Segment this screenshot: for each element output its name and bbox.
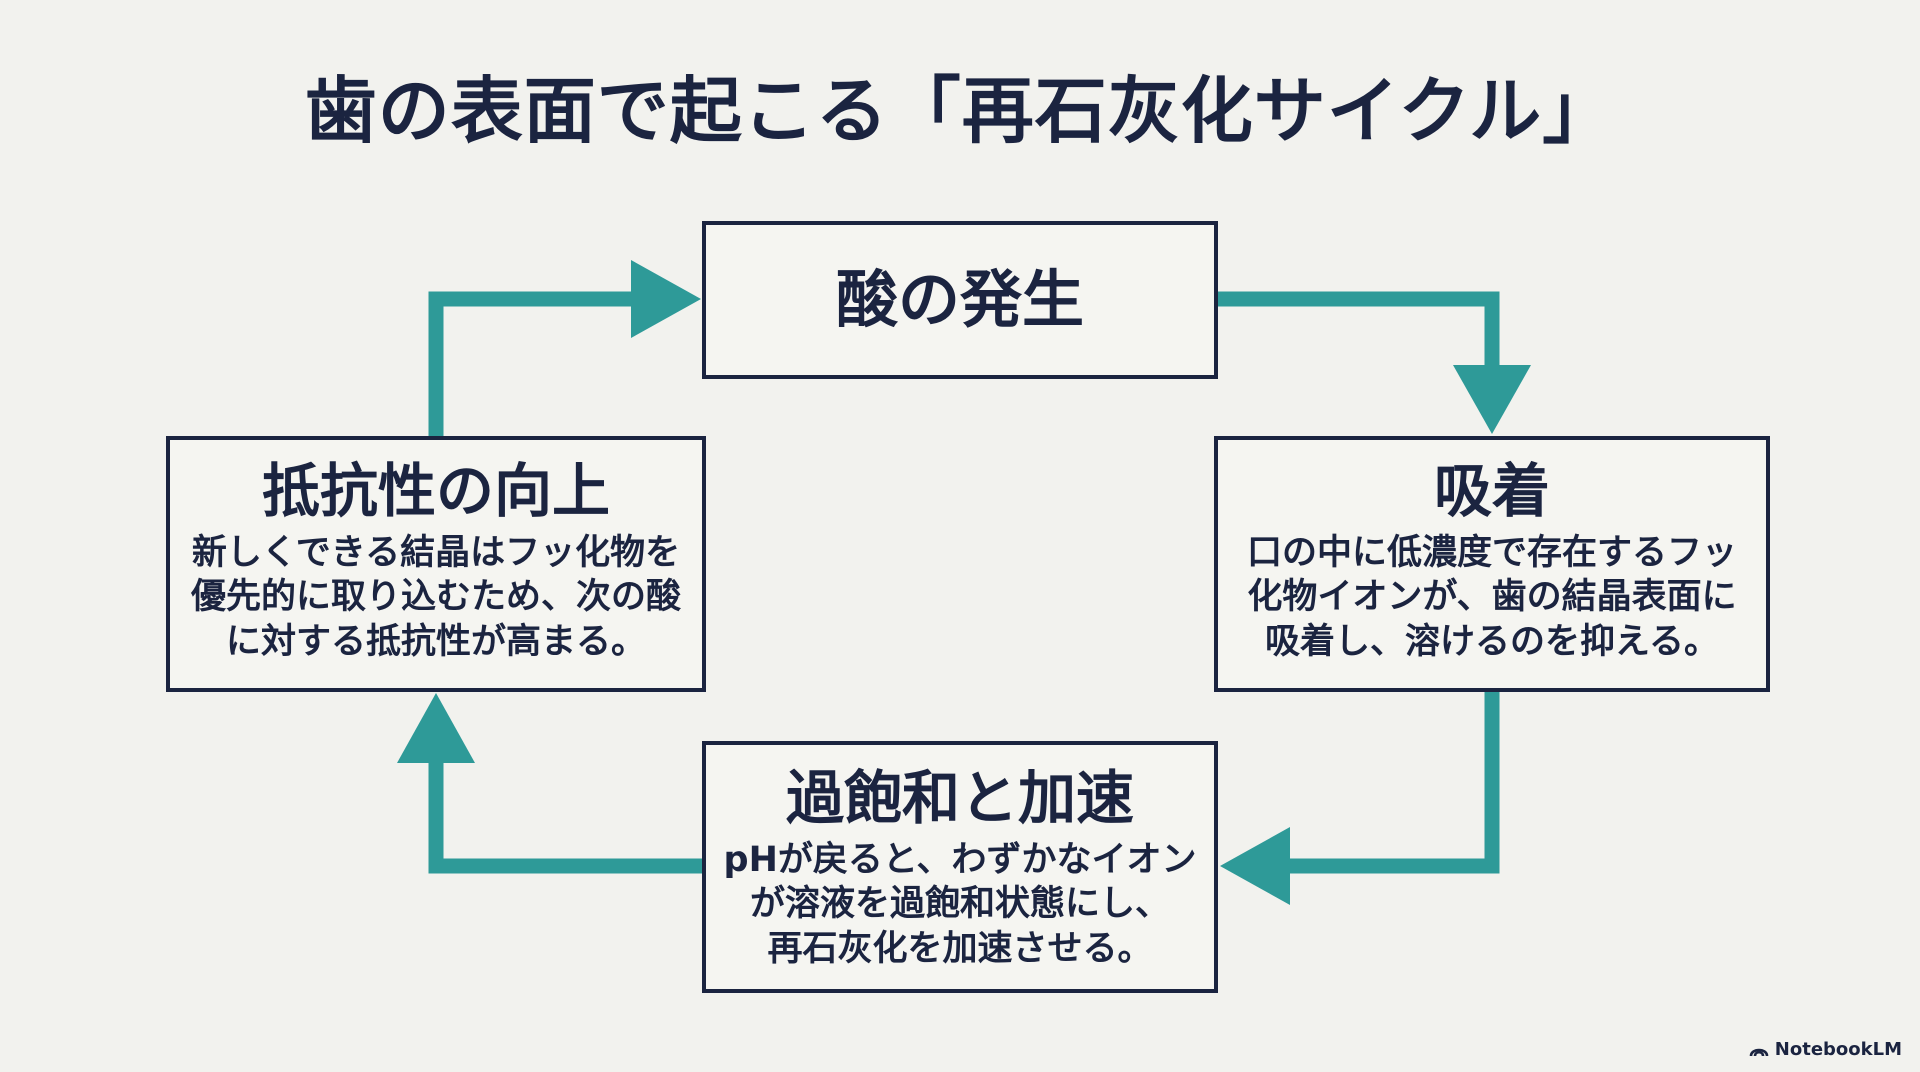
arrow-acid-to-adsorption [1218,291,1531,434]
desc-line: 化物イオンが、歯の結晶表面に [1247,577,1737,618]
node-supersaturation-title: 過飽和と加速 [785,764,1134,832]
node-supersaturation: 過飽和と加速 pHが戻ると、わずかなイオン が溶液を過飽和状態にし、 再石灰化を… [702,741,1218,993]
node-adsorption-title: 吸着 [1433,457,1550,525]
diagram-title: 歯の表面で起こる「再石灰化サイクル」 [304,69,1616,153]
arrow-adsorption-to-supersaturation [1220,692,1500,905]
notebooklm-watermark: NotebookLM [1749,1039,1902,1060]
node-resistance-title: 抵抗性の向上 [261,457,610,525]
desc-line: 口の中に低濃度で存在するフッ [1246,532,1737,573]
arrow-supersaturation-to-resistance [397,693,702,874]
desc-line: 優先的に取り込むため、次の酸 [190,577,681,618]
desc-line: 吸着し、溶けるのを抑える。 [1265,622,1719,663]
node-resistance-description: 新しくできる結晶はフッ化物を 優先的に取り込むため、次の酸 に対する抵抗性が高ま… [170,531,702,665]
desc-line: 新しくできる結晶はフッ化物を [191,532,681,573]
desc-line: pHが戻ると、わずかなイオン [723,839,1197,880]
node-acid-title: 酸の発生 [835,263,1084,337]
desc-line: が溶液を過飽和状態にし、 [749,884,1170,925]
node-resistance: 抵抗性の向上 新しくできる結晶はフッ化物を 優先的に取り込むため、次の酸 に対す… [166,436,706,692]
desc-line: 再石灰化を加速させる。 [767,929,1153,970]
notebooklm-logo-icon [1749,1043,1769,1057]
node-acid-generation: 酸の発生 [702,221,1218,379]
arrow-resistance-to-acid [428,260,701,436]
node-adsorption: 吸着 口の中に低濃度で存在するフッ 化物イオンが、歯の結晶表面に 吸着し、溶ける… [1214,436,1770,692]
watermark-label: NotebookLM [1774,1039,1902,1060]
node-adsorption-description: 口の中に低濃度で存在するフッ 化物イオンが、歯の結晶表面に 吸着し、溶けるのを抑… [1218,531,1766,665]
node-supersaturation-description: pHが戻ると、わずかなイオン が溶液を過飽和状態にし、 再石灰化を加速させる。 [706,838,1214,972]
desc-line: に対する抵抗性が高まる。 [225,622,646,663]
